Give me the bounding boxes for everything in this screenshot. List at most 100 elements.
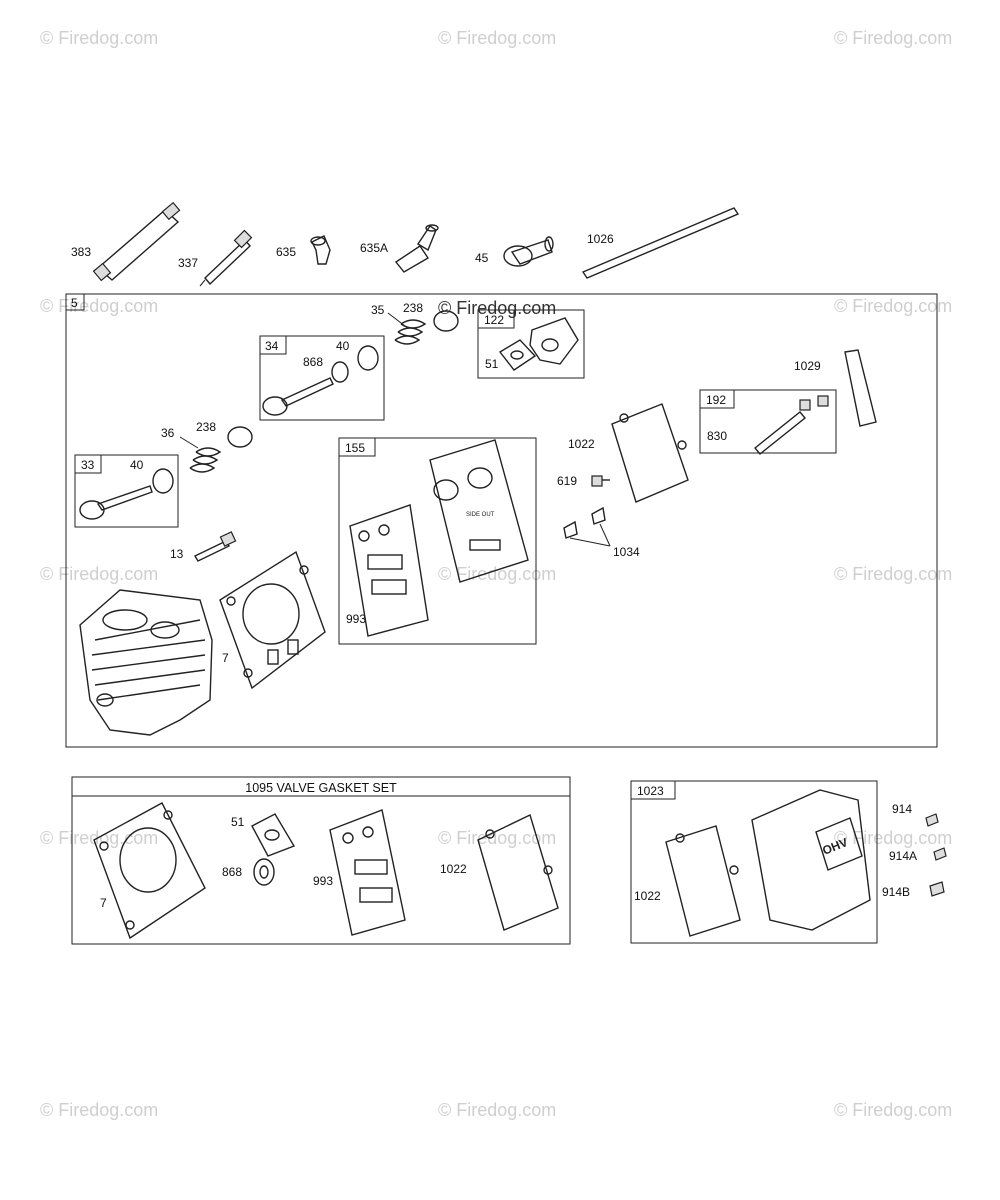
part-label: 51 — [485, 357, 499, 371]
subbox-192-frame — [699, 389, 837, 454]
gasket-set-frame — [71, 776, 571, 945]
valve-seal-drawing[interactable] — [253, 858, 275, 886]
part-label: 914A — [889, 849, 917, 863]
part-label: 635 — [276, 245, 296, 259]
part-label: 36 — [161, 426, 175, 440]
subbox-33-frame — [74, 454, 179, 528]
intake-valve-drawing[interactable] — [79, 468, 174, 520]
part-label: 868 — [222, 865, 242, 879]
gasket-set-title: 1095 VALVE GASKET SET — [245, 781, 397, 795]
subbox-ref-label: 33 — [81, 458, 95, 472]
part-label: 238 — [403, 301, 423, 315]
head-gasket-drawing[interactable] — [93, 802, 206, 940]
ref-tag — [699, 389, 735, 409]
watermark-text: © Firedog.com — [834, 296, 952, 316]
part-635A-drawing[interactable] — [394, 224, 439, 273]
watermark-text: © Firedog.com — [40, 564, 158, 584]
part-label: 993 — [346, 612, 366, 626]
part-1026-drawing[interactable] — [581, 207, 740, 279]
breather-gasket-drawing[interactable] — [349, 504, 429, 637]
screw-914B-drawing[interactable] — [929, 881, 945, 897]
intake-gasket-small-drawing[interactable] — [251, 813, 296, 857]
part-label: 830 — [707, 429, 727, 443]
ref-tag — [630, 780, 676, 800]
part-label: 1022 — [568, 437, 595, 451]
main-group-frame — [65, 293, 938, 748]
cylinder-head-drawing[interactable] — [79, 589, 213, 736]
subbox-ref-label: 122 — [484, 313, 504, 327]
valve-cover-drawing[interactable]: OHV — [751, 789, 871, 931]
watermarks: © Firedog.com © Firedog.com © Firedog.co… — [40, 28, 952, 1120]
part-label: 35 — [371, 303, 385, 317]
screw-914-drawing[interactable] — [925, 813, 939, 827]
part-label: 914 — [892, 802, 912, 816]
breather-gasket-drawing[interactable] — [329, 809, 406, 936]
exhaust-valve-drawing[interactable] — [262, 345, 379, 416]
valve-spring-36-drawing[interactable] — [189, 447, 222, 473]
watermark-text: © Firedog.com — [438, 28, 556, 48]
part-337-drawing[interactable] — [199, 229, 253, 287]
head-gasket-drawing[interactable] — [219, 550, 326, 690]
cover-group-frame — [630, 780, 878, 944]
part-label: 7 — [100, 896, 107, 910]
valve-gasket-set: 1095 VALVE GASKET SET 7 51 868 993 — [71, 776, 571, 945]
part-label: 1022 — [634, 889, 661, 903]
watermark-text: © Firedog.com — [40, 296, 158, 316]
part-label: 7 — [222, 651, 229, 665]
subbox-ref-label: 192 — [706, 393, 726, 407]
cover-logo-text: OHV — [820, 835, 849, 858]
part-label: 1026 — [587, 232, 614, 246]
rocker-stud-drawing[interactable] — [754, 395, 829, 455]
part-label: 635A — [360, 241, 388, 255]
valve-cover-group: 1023 1022 OHV 914 914A 914B — [630, 780, 947, 944]
watermark-text: © Firedog.com — [438, 1100, 556, 1120]
intake-adapter-drawing[interactable] — [498, 317, 579, 371]
watermark-dark-text: © Firedog.com — [438, 298, 556, 318]
screw-914A-drawing[interactable] — [933, 847, 947, 861]
part-label: 337 — [178, 256, 198, 270]
subbox-ref-label: 155 — [345, 441, 365, 455]
part-635-drawing[interactable] — [310, 235, 331, 265]
valve-cover-gasket-drawing[interactable] — [611, 403, 689, 503]
subbox-ref-label: 34 — [265, 339, 279, 353]
part-label: 1034 — [613, 545, 640, 559]
watermark-text: © Firedog.com — [834, 1100, 952, 1120]
intake-gasket-drawing[interactable]: SIDE OUT — [429, 439, 529, 583]
part-619-drawing[interactable] — [591, 475, 610, 487]
watermark-text: © Firedog.com — [40, 28, 158, 48]
part-1034-drawing[interactable] — [563, 506, 611, 547]
watermark-text: © Firedog.com — [834, 564, 952, 584]
retainer-cap-drawing[interactable] — [433, 310, 459, 332]
part-label: 51 — [231, 815, 245, 829]
retainer-cap-drawing[interactable] — [227, 426, 253, 448]
subbox-155-frame — [338, 437, 537, 645]
subbox-ref-label: 1023 — [637, 784, 664, 798]
valve-spring-35-drawing[interactable] — [394, 319, 427, 345]
ref-tag — [477, 309, 515, 329]
ref-tag — [74, 454, 102, 474]
watermark-text: © Firedog.com — [40, 1100, 158, 1120]
subbox-34-frame — [259, 335, 385, 421]
gasket-stamp: SIDE OUT — [466, 512, 495, 518]
part-45-drawing[interactable] — [503, 236, 554, 267]
part-label: 40 — [130, 458, 144, 472]
part-label: 238 — [196, 420, 216, 434]
part-label: 45 — [475, 251, 489, 265]
part-label: 993 — [313, 874, 333, 888]
valve-cover-gasket-drawing[interactable] — [665, 825, 741, 937]
part-label: 1029 — [794, 359, 821, 373]
part-label: 40 — [336, 339, 350, 353]
part-label: 1022 — [440, 862, 467, 876]
group-ref-label: 5 — [71, 296, 78, 310]
part-label: 619 — [557, 474, 577, 488]
watermark-text: © Firedog.com — [834, 828, 952, 848]
top-row-parts: 383 337 635 635A 45 — [71, 201, 740, 287]
rocker-arm-drawing[interactable] — [844, 349, 877, 427]
head-bolt-drawing[interactable] — [194, 531, 237, 562]
part-383-drawing[interactable] — [92, 201, 181, 282]
valve-cover-gasket-drawing[interactable] — [477, 814, 559, 931]
ref-tag — [259, 335, 287, 355]
part-label: 383 — [71, 245, 91, 259]
subbox-122-frame — [477, 309, 585, 379]
